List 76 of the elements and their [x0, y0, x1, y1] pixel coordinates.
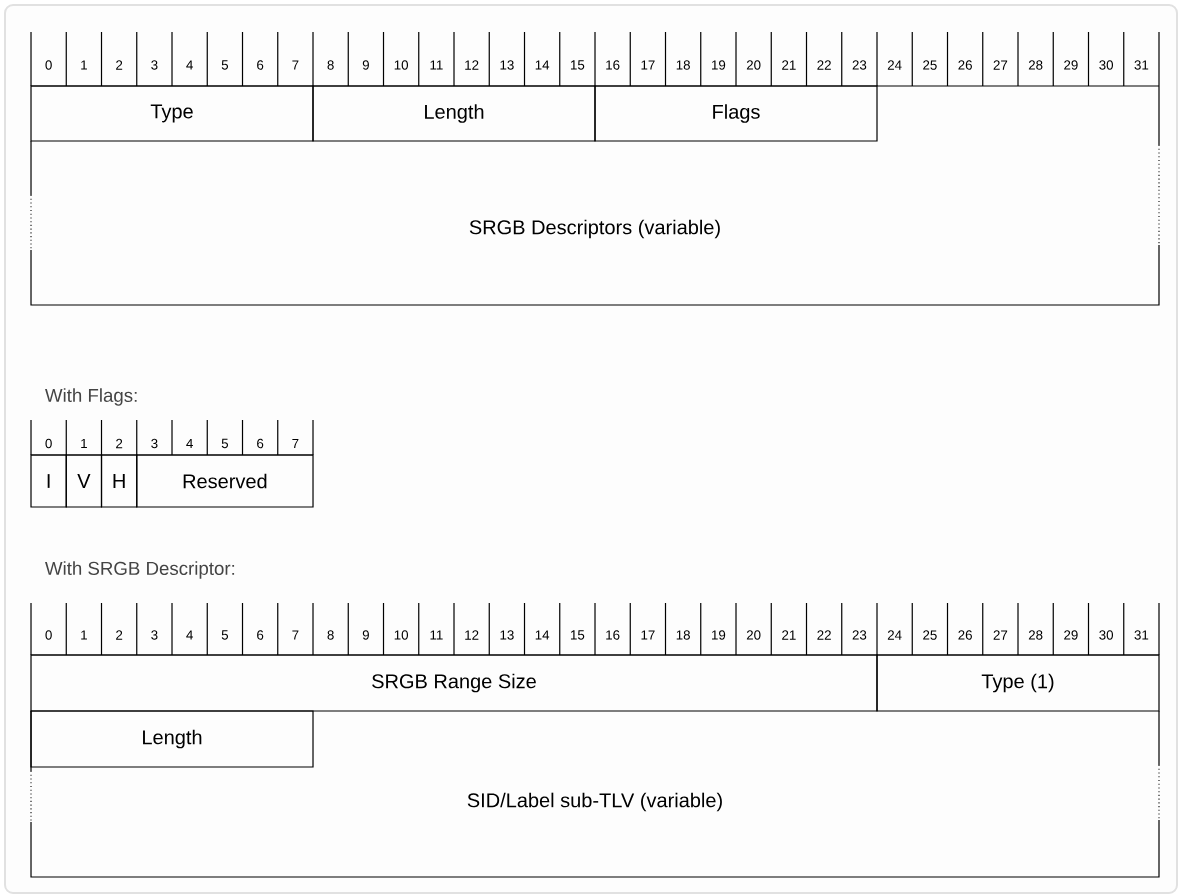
bit-number: 26 — [958, 630, 972, 640]
bit-number: 16 — [606, 630, 620, 640]
bit-number: 3 — [151, 60, 158, 70]
bit-number: 14 — [535, 630, 550, 640]
bit-number: 9 — [362, 60, 369, 70]
field-box: V — [65, 454, 103, 508]
bit-number: 24 — [887, 60, 902, 70]
bit-number: 19 — [712, 630, 726, 640]
field-box: Type (1) — [876, 654, 1160, 712]
bit-number: 6 — [257, 630, 264, 640]
bit-number: 9 — [362, 630, 369, 640]
bit-number: 20 — [746, 60, 761, 70]
bit-number: 1 — [81, 60, 87, 70]
bit-number: 16 — [606, 60, 620, 70]
bit-number: 29 — [1064, 630, 1078, 640]
bit-number: 11 — [430, 630, 443, 640]
bit-number: 13 — [500, 60, 514, 70]
bit-number: 19 — [712, 60, 726, 70]
bit-number: 28 — [1028, 630, 1043, 640]
bit-number: 20 — [746, 630, 761, 640]
bit-number: 23 — [852, 60, 867, 70]
bit-number: 14 — [535, 60, 550, 70]
field-box: I — [30, 454, 67, 508]
bit-number: 8 — [327, 630, 334, 640]
section-heading: With Flags: — [45, 388, 137, 406]
bit-number: 2 — [116, 60, 123, 70]
bit-number: 18 — [676, 60, 690, 70]
bit-number: 4 — [186, 60, 193, 70]
bit-number: 3 — [151, 438, 158, 449]
bit-number: 30 — [1099, 60, 1113, 70]
bit-number: 18 — [676, 630, 690, 640]
bit-number: 17 — [641, 60, 655, 70]
bit-number: 30 — [1099, 630, 1113, 640]
bit-number: 15 — [571, 60, 585, 70]
bit-number: 22 — [817, 60, 831, 70]
bit-number: 28 — [1028, 60, 1043, 70]
bit-number: 8 — [327, 60, 334, 70]
bit-number: 0 — [45, 438, 52, 449]
bit-number: 27 — [993, 60, 1008, 70]
bit-number: 2 — [116, 438, 123, 449]
bit-number: 24 — [887, 630, 902, 640]
field-box: SRGB Range Size — [30, 654, 878, 712]
bit-number: 29 — [1064, 60, 1078, 70]
bit-number: 11 — [430, 60, 443, 70]
bit-number: 12 — [465, 60, 479, 70]
bit-number: 13 — [500, 630, 514, 640]
bit-number: 17 — [641, 630, 655, 640]
field-box: H — [100, 454, 138, 508]
bit-number: 2 — [116, 630, 123, 640]
bit-number: 10 — [394, 60, 409, 70]
bit-number: 21 — [782, 60, 796, 70]
bit-number: 1 — [81, 630, 87, 640]
bit-number: 7 — [292, 60, 299, 70]
bit-number: 26 — [958, 60, 972, 70]
bit-number: 5 — [221, 630, 229, 640]
bit-number: 22 — [817, 630, 831, 640]
bit-number: 15 — [571, 630, 585, 640]
field-box: Reserved — [136, 454, 314, 508]
bit-number: 21 — [782, 630, 796, 640]
bit-number: 31 — [1134, 630, 1149, 640]
bit-number: 23 — [852, 630, 867, 640]
bit-number: 31 — [1134, 60, 1149, 70]
bit-number: 25 — [923, 60, 937, 70]
bit-number: 6 — [257, 60, 264, 70]
bit-number: 7 — [292, 630, 299, 640]
bit-number: 0 — [45, 60, 52, 70]
bit-number: 5 — [221, 60, 229, 70]
bit-number: 12 — [465, 630, 479, 640]
bit-number: 0 — [45, 630, 52, 640]
bit-number: 25 — [923, 630, 937, 640]
bit-number: 1 — [81, 438, 87, 449]
bit-number: 4 — [186, 630, 193, 640]
bit-number: 10 — [394, 630, 409, 640]
bit-number: 27 — [993, 630, 1008, 640]
section-heading: With SRGB Descriptor: — [45, 561, 235, 579]
bit-number: 3 — [151, 630, 158, 640]
